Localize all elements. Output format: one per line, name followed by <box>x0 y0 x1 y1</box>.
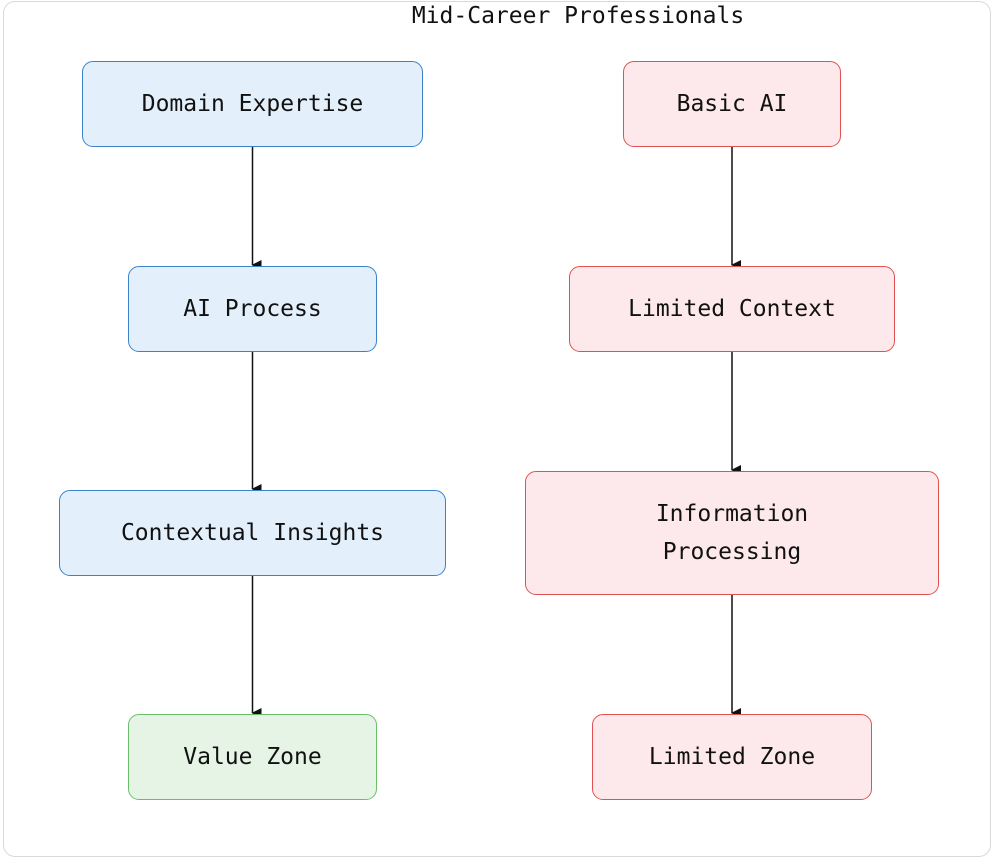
node-label: Basic AI <box>676 91 788 117</box>
node-information-processing: Information Processing <box>525 471 939 595</box>
node-value-zone: Value Zone <box>128 714 377 800</box>
node-ai-process: AI Process <box>128 266 377 352</box>
node-label: Contextual Insights <box>120 520 385 546</box>
node-limited-context: Limited Context <box>569 266 895 352</box>
node-limited-zone: Limited Zone <box>592 714 872 800</box>
node-label: Information Processing <box>655 501 809 565</box>
node-label: Value Zone <box>183 744 322 770</box>
node-contextual-insights: Contextual Insights <box>59 490 446 576</box>
node-label: Domain Expertise <box>141 91 364 117</box>
node-label: Limited Zone <box>648 744 816 770</box>
node-domain-expertise: Domain Expertise <box>82 61 423 147</box>
node-label: Limited Context <box>628 296 836 322</box>
diagram-frame <box>3 1 991 857</box>
node-basic-ai: Basic AI <box>623 61 841 147</box>
node-label: AI Process <box>183 296 322 322</box>
diagram-title: Mid-Career Professionals <box>411 3 745 29</box>
